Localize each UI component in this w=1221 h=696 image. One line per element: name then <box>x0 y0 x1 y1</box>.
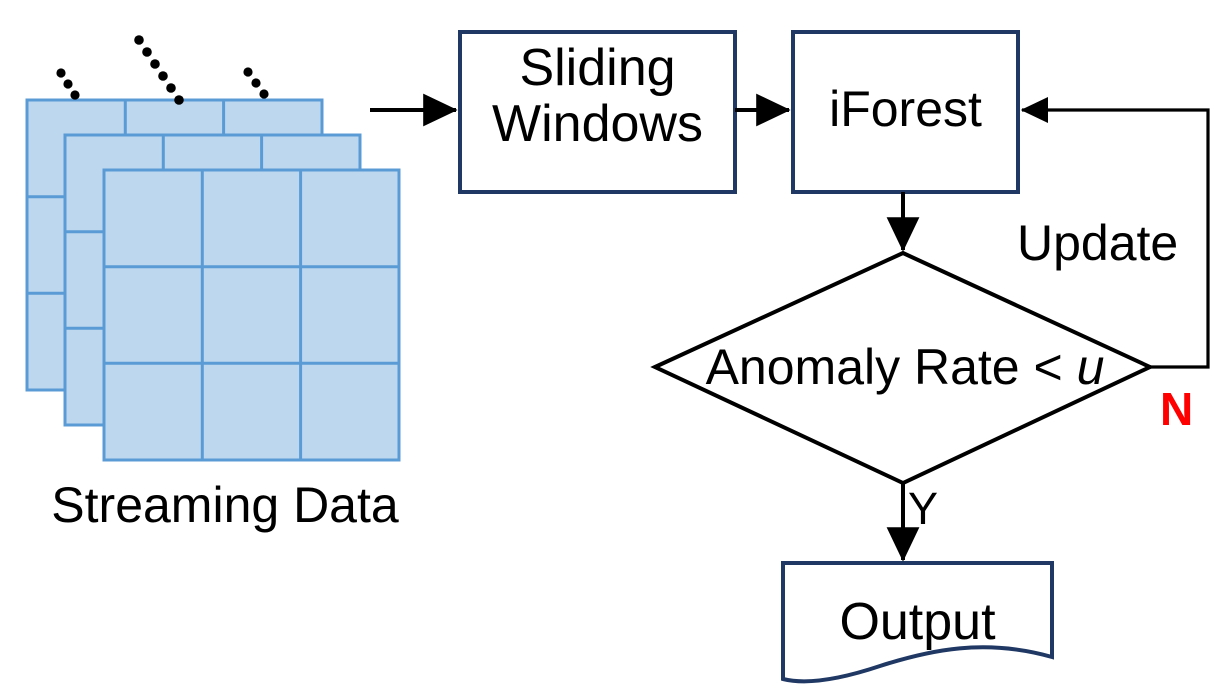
iforest-box <box>791 30 1020 194</box>
data-layer-front <box>102 168 401 462</box>
ellipsis-dots-center <box>134 35 184 105</box>
sliding-windows-box <box>458 30 737 194</box>
ellipsis-dots-left <box>56 68 80 100</box>
output-document-shape <box>781 561 1054 684</box>
decision-diamond <box>650 250 1155 486</box>
edge-decision-no-to-iforest <box>1020 96 1210 369</box>
ellipsis-dots-right <box>243 67 269 99</box>
streaming-data-stack <box>25 98 401 462</box>
